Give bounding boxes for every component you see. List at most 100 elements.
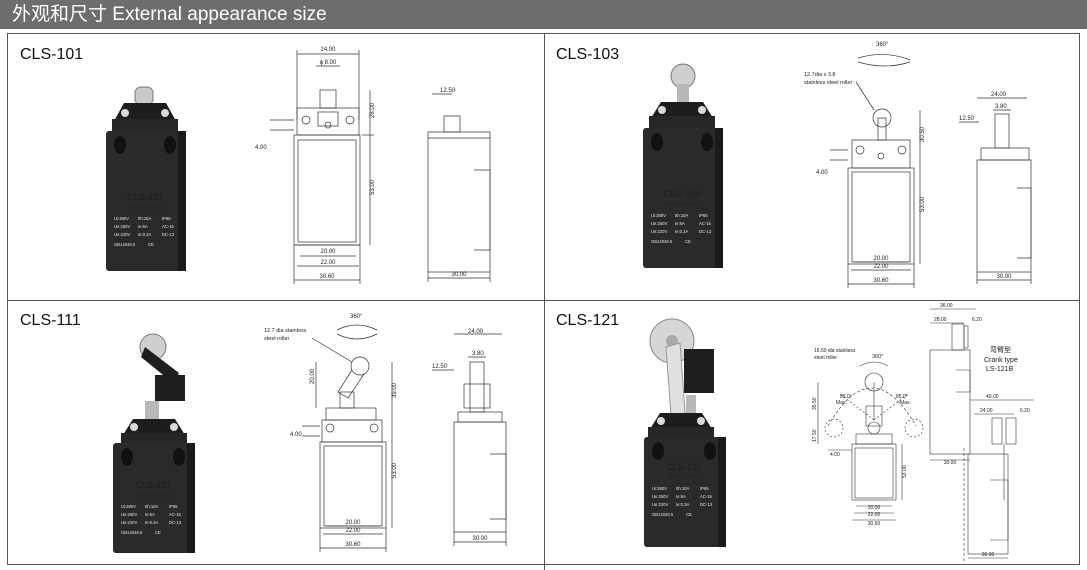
dim-label: 35.50 [812,397,818,410]
spec-text: Ue:250V [651,221,668,226]
dim-label: 30.00 [982,552,995,558]
spec-text: Ue:250V [121,512,138,517]
spec-text: Ith:10A [145,504,158,509]
spec-text: Ie:0.3A [676,502,689,507]
standard-text: GB14048.5 [651,239,673,244]
spec-text: DC-13 [169,520,182,525]
spec-text: AC-15 [162,224,175,229]
roller-note: stainless steel roller [804,80,852,86]
side-drawing-cls111: 24.00 3.80 12.50 30.00 [432,329,507,546]
dim-label: 53.00 [902,465,908,478]
dim-label: 22.00 [868,512,881,518]
spec-text: IP65 [699,213,708,218]
roller-note: steel roller [814,355,837,361]
front-drawing-cls121: 360° 16.50 dia stainless steel roller 85… [812,348,924,527]
dim-label: 12.50 [432,364,448,370]
spec-text: DC-13 [162,232,175,237]
spec-text: Ui:380V [114,216,129,221]
ce-mark: CE [155,530,161,535]
standard-text: GB14048.5 [114,242,136,247]
product-photo-cls103: CLS-103 LIMIT SWITCH Ui:380V Ith:10A IP6… [643,63,723,268]
dim-label: 30.60 [868,521,881,527]
rotation-arrow-icon [336,324,378,331]
screw-icon [121,109,129,117]
grid-divider-horizontal [7,300,1080,301]
dim-label: 40.00 [986,394,999,400]
product-photo-cls121: CLS-121 LIMIT SWITCH Ui:380V Ith:10A IP6… [644,318,726,547]
front-drawing-cls111: 360° 12.7 dia stainless steel roller 20.… [264,314,398,552]
dim-label: ϕ 8.00 [320,60,337,66]
dim-label: 85.0° [840,394,852,400]
section-header: 外观和尺寸 External appearance size [0,0,1087,29]
dim-label: 24.00 [468,329,484,335]
device-subtitle: LIMIT SWITCH [128,205,162,211]
dim-label: 30.60 [873,278,889,284]
spec-text: Ue:220V [651,229,668,234]
dim-label: Max. [836,400,847,406]
dim-label: 20.00 [345,520,361,526]
rotation-arrow-icon [859,361,889,367]
screw-icon [161,109,169,117]
roller-note: 12.7 dia stainless [264,328,307,334]
spec-text: Ue:250V [114,224,131,229]
dim-label: 30.50 [920,126,926,142]
spec-text: Ue:220V [121,520,138,525]
spec-text: AC-15 [699,221,712,226]
plunger [134,86,154,106]
cell-title-cls103: CLS-103 [556,46,620,63]
spec-text: Ith:10A [675,213,688,218]
roller-note: steel roller [264,336,290,342]
rotation-label: 360° [350,314,363,320]
dim-label: 12.50 [440,88,456,94]
device-subtitle: LIMIT SWITCH [665,202,699,208]
dim-label: 53.00 [370,179,376,195]
device-model-label: CLS-111 [135,480,170,490]
spec-text: Ue:220V [652,502,669,507]
device-subtitle: LIMIT SWITCH [136,493,170,499]
dim-label: 22.00 [873,264,889,270]
spec-text: Ie:0.3A [138,232,151,237]
cell-title-cls101: CLS-101 [20,46,84,63]
side-drawing-cls101: 12.50 30.00 [427,88,491,282]
device-model-label: CLS-103 [664,189,700,199]
spec-text: Ui:380V [121,504,136,509]
dim-label: 28.00 [370,102,376,118]
dim-label: 39.00 [392,382,398,398]
crank-type-label-cn: 弯臂型 [990,345,1011,354]
spec-text: DC-13 [700,502,713,507]
screw-icon [130,423,138,431]
rotation-label: 360° [872,354,883,360]
rotation-arrow-icon [857,54,911,61]
dim-label: 53.00 [392,462,398,478]
spec-text: Ie:6A [138,224,148,229]
crank-type-label: Crank type [984,357,1018,364]
spec-text: Ui:380V [652,486,667,491]
spec-text: Ie:6A [145,512,155,517]
dim-label: 22.00 [320,260,336,266]
dim-label: 30.60 [319,274,335,280]
screw-icon [657,417,665,425]
dim-label: 6.20 [1020,408,1030,414]
spec-text: Ue:250V [652,494,669,499]
side-drawing-cls121: 36.00 28.00 6.20 30.00 弯臂型 Crank type LS… [929,303,1034,562]
spec-text: IP65 [162,216,171,221]
side-drawing-cls103: 24.00 3.80 12.50 30.00 [959,92,1032,284]
dim-label: 4.00 [816,170,828,176]
device-model-label: CLS-121 [666,462,702,472]
dim-label: 28.00 [934,317,947,323]
dim-label: 20.00 [310,368,316,384]
spec-text: Ie:0.3A [145,520,158,525]
dim-label: 30.00 [451,272,467,278]
spec-text: Ie:0.3A [675,229,688,234]
dim-label: 30.00 [996,274,1012,280]
dim-label: 3.80 [472,351,484,357]
spec-text: Ue:220V [114,232,131,237]
dim-label: 12.50 [959,116,975,122]
screw-icon [697,417,705,425]
spec-text: IP65 [169,504,178,509]
spec-text: Ith:10A [676,486,689,491]
dim-label: 24.00 [991,92,1007,98]
dim-label: 4.00 [830,452,840,458]
spec-text: AC-15 [700,494,713,499]
spec-text: IP65 [700,486,709,491]
